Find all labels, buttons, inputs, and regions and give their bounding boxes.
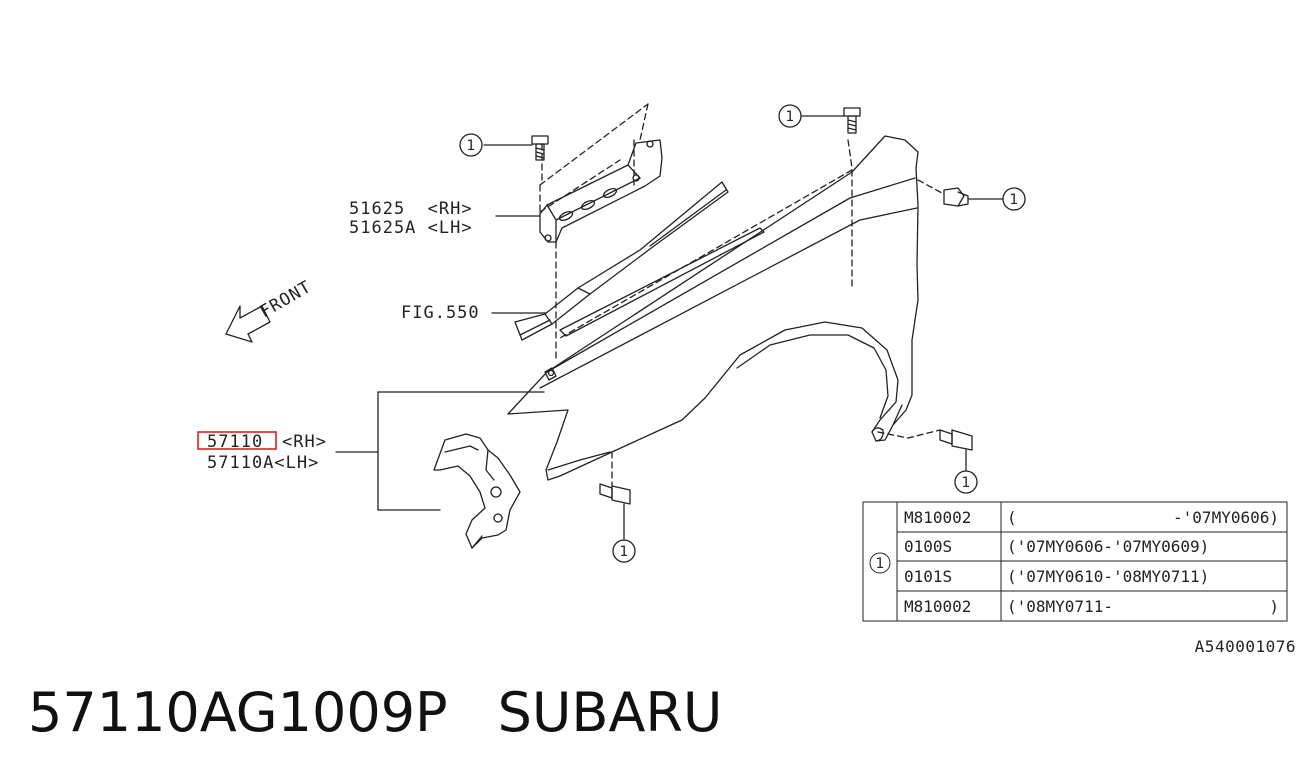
fender-rh-part: 57110 xyxy=(207,432,263,452)
bolt-icon xyxy=(943,187,969,207)
table-period-cell: ('07MY0606-'07MY0609) xyxy=(1007,537,1209,556)
bracket-rh-label: 51625 <RH> xyxy=(349,199,473,219)
weatherstrip xyxy=(514,181,765,341)
fig-ref-label: FIG.550 xyxy=(401,303,480,323)
callout-circles xyxy=(459,104,1026,563)
brand-name: SUBARU xyxy=(497,681,723,744)
part-number: 57110AG1009P xyxy=(28,681,448,744)
leader-lines xyxy=(335,115,1004,541)
table-part-cell: 0101S xyxy=(904,567,952,586)
callout-label: 1 xyxy=(1010,192,1019,208)
bolt-icon xyxy=(843,107,861,134)
mounting-bracket xyxy=(539,139,663,243)
bolt-icon xyxy=(939,429,973,451)
fender-panel xyxy=(507,135,919,481)
table-period-cell: ('08MY0711- xyxy=(1007,597,1113,616)
front-label: FRONT xyxy=(257,277,316,322)
bolt-table-grid xyxy=(862,501,1288,622)
table-period-cell: ( xyxy=(1007,508,1017,527)
table-part-cell: M810002 xyxy=(904,508,971,527)
callout-label: 1 xyxy=(620,544,629,560)
diagram-code: A540001076 xyxy=(1195,637,1296,656)
fender-rh-side: <RH> xyxy=(282,432,327,452)
bolt-icon xyxy=(599,483,631,505)
fender-liner-piece xyxy=(433,433,521,549)
callout-label: 1 xyxy=(467,138,476,154)
table-part-cell: M810002 xyxy=(904,597,971,616)
table-period-end-cell: -'07MY0606) xyxy=(1173,508,1279,527)
table-period-cell: ('07MY0610-'08MY0711) xyxy=(1007,567,1209,586)
table-callout-label: 1 xyxy=(876,556,885,572)
bolt-icon xyxy=(531,135,549,161)
fender-lh-label: 57110A<LH> xyxy=(207,453,319,473)
highlight-box xyxy=(197,431,277,450)
front-arrow-icon xyxy=(225,305,271,343)
table-part-cell: 0100S xyxy=(904,537,952,556)
table-period-end-cell: ) xyxy=(1269,597,1279,616)
callout-label: 1 xyxy=(786,109,795,125)
callout-label: 1 xyxy=(962,475,971,491)
assembly-dashes xyxy=(539,103,943,487)
bracket-lh-label: 51625A <LH> xyxy=(349,218,473,238)
